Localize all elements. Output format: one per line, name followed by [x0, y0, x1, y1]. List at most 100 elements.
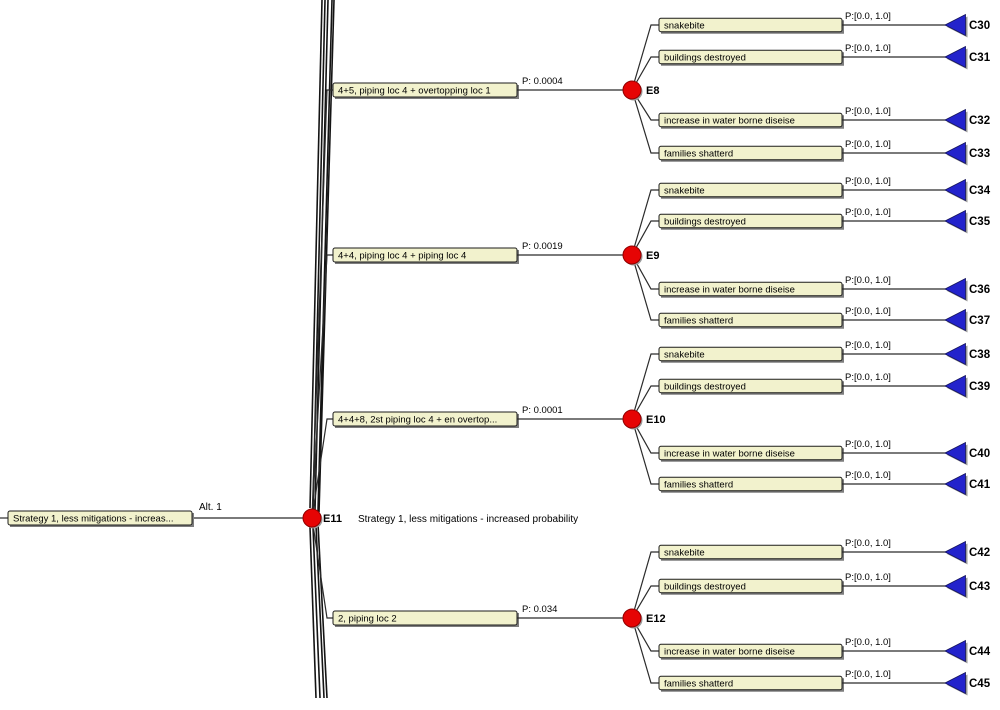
branch-box-E10-label: 4+4+8, 2st piping loc 4 + en overtop...: [338, 415, 497, 426]
consequence-label-C40: C40: [969, 448, 990, 460]
consequence-label-C41: C41: [969, 479, 991, 491]
consequence-node-C45[interactable]: [944, 671, 966, 695]
strategy-box-label: Strategy 1, less mitigations - increas..…: [13, 514, 174, 525]
event-to-leaf-edge-C40: [631, 418, 659, 454]
consequence-node-C40[interactable]: [944, 441, 966, 465]
consequence-node-C38[interactable]: [944, 342, 966, 366]
leaf-probability-C41: P:[0.0, 1.0]: [845, 470, 891, 481]
event-to-leaf-edge-C35: [631, 220, 659, 256]
consequence-label-C45: C45: [969, 678, 991, 690]
event-to-leaf-edge-C30: [631, 24, 659, 91]
event-to-leaf-edge-C32: [631, 89, 659, 121]
branch-box-E8-label: 4+5, piping loc 4 + overtopping loc 1: [338, 86, 491, 97]
event-to-leaf-edge-C31: [631, 56, 659, 91]
leaf-box-C43-label: buildings destroyed: [664, 582, 746, 593]
event-node-E8[interactable]: [622, 80, 642, 100]
consequence-label-C39: C39: [969, 381, 990, 393]
consequence-node-C43[interactable]: [944, 574, 966, 598]
consequence-label-C38: C38: [969, 349, 991, 361]
consequence-node-C30[interactable]: [944, 13, 966, 37]
event-label-E11: E11: [323, 513, 342, 525]
leaf-probability-C39: P:[0.0, 1.0]: [845, 372, 891, 383]
event-to-branch-edge-E8: [311, 89, 333, 519]
event-to-leaf-edge-C44: [631, 617, 659, 652]
consequence-label-C43: C43: [969, 581, 990, 593]
event-to-leaf-edge-C38: [631, 353, 659, 420]
leaf-box-C30-label: snakebite: [664, 21, 705, 32]
consequence-node-C44[interactable]: [944, 639, 966, 663]
consequence-label-C32: C32: [969, 115, 990, 127]
leaf-box-C38-label: snakebite: [664, 350, 705, 361]
collapsed-branch-line-top-3: [317, 0, 333, 512]
event-label-E12: E12: [646, 613, 666, 625]
event-node-E12[interactable]: [622, 608, 642, 628]
leaf-probability-C42: P:[0.0, 1.0]: [845, 538, 891, 549]
leaf-probability-C35: P:[0.0, 1.0]: [845, 207, 891, 218]
event-to-leaf-edge-C43: [631, 585, 659, 619]
consequence-label-C42: C42: [969, 547, 990, 559]
collapsed-branch-line-bottom-1: [312, 526, 321, 699]
leaf-box-C36-label: increase in water borne diseise: [664, 285, 795, 296]
leaf-probability-C37: P:[0.0, 1.0]: [845, 306, 891, 317]
branch-probability-E9: P: 0.0019: [522, 241, 563, 252]
event-to-leaf-edge-C42: [631, 551, 659, 619]
consequence-node-C35[interactable]: [944, 209, 966, 233]
event-to-leaf-edge-C37: [631, 254, 659, 321]
branch-box-E9-label: 4+4, piping loc 4 + piping loc 4: [338, 251, 466, 262]
leaf-box-C41-label: families shatterd: [664, 480, 733, 491]
event-label-E9: E9: [646, 250, 659, 262]
consequence-label-C33: C33: [969, 148, 990, 160]
consequence-label-C30: C30: [969, 20, 990, 32]
consequence-node-C34[interactable]: [944, 178, 966, 202]
leaf-probability-C45: P:[0.0, 1.0]: [845, 669, 891, 680]
event-to-branch-edge-E10: [311, 418, 333, 519]
consequence-node-C32[interactable]: [944, 108, 966, 132]
consequence-label-C36: C36: [969, 284, 990, 296]
consequence-node-C33[interactable]: [944, 141, 966, 165]
consequence-label-C35: C35: [969, 216, 991, 228]
leaf-box-C37-label: families shatterd: [664, 316, 733, 327]
event-node-E9[interactable]: [622, 245, 642, 265]
leaf-probability-C40: P:[0.0, 1.0]: [845, 439, 891, 450]
leaf-box-C33-label: families shatterd: [664, 149, 733, 160]
collapsed-branch-line-bottom-0: [309, 526, 317, 699]
event-to-leaf-edge-C36: [631, 254, 659, 290]
leaf-probability-C38: P:[0.0, 1.0]: [845, 340, 891, 351]
strategy-box[interactable]: [7, 510, 193, 526]
leaf-probability-C43: P:[0.0, 1.0]: [845, 572, 891, 583]
event-to-leaf-edge-C33: [631, 89, 659, 154]
event-node-E11[interactable]: [302, 508, 322, 528]
consequence-label-C44: C44: [969, 646, 991, 658]
event-to-leaf-edge-C39: [631, 385, 659, 420]
event-label-E8: E8: [646, 85, 659, 97]
alt-edge-label: Alt. 1: [199, 502, 222, 513]
branch-probability-E8: P: 0.0004: [522, 76, 563, 87]
branch-box-E12-label: 2, piping loc 2: [338, 614, 397, 625]
leaf-probability-C32: P:[0.0, 1.0]: [845, 106, 891, 117]
leaf-box-C44-label: increase in water borne diseise: [664, 647, 795, 658]
leaf-box-C34-label: snakebite: [664, 186, 705, 197]
branch-probability-E12: P: 0.034: [522, 604, 557, 615]
leaf-probability-C36: P:[0.0, 1.0]: [845, 275, 891, 286]
leaf-box-C31-label: buildings destroyed: [664, 53, 746, 64]
consequence-label-C31: C31: [969, 52, 991, 64]
event-to-leaf-edge-C41: [631, 418, 659, 485]
consequence-node-C31[interactable]: [944, 45, 966, 69]
leaf-box-C35-label: buildings destroyed: [664, 217, 746, 228]
event-label-E10: E10: [646, 414, 666, 426]
consequence-node-C36[interactable]: [944, 277, 966, 301]
consequence-node-C37[interactable]: [944, 308, 966, 332]
consequence-node-C41[interactable]: [944, 472, 966, 496]
strategy-description: Strategy 1, less mitigations - increased…: [358, 514, 578, 525]
event-to-branch-edge-E9: [311, 254, 333, 519]
leaf-probability-C30: P:[0.0, 1.0]: [845, 11, 891, 22]
event-node-E10[interactable]: [622, 409, 642, 429]
collapsed-branch-line-top-0: [309, 0, 323, 509]
consequence-label-C37: C37: [969, 315, 990, 327]
leaf-probability-C31: P:[0.0, 1.0]: [845, 43, 891, 54]
consequence-label-C34: C34: [969, 185, 991, 197]
consequence-node-C42[interactable]: [944, 540, 966, 564]
event-to-branch-edge-E12: [311, 517, 333, 619]
consequence-node-C39[interactable]: [944, 374, 966, 398]
